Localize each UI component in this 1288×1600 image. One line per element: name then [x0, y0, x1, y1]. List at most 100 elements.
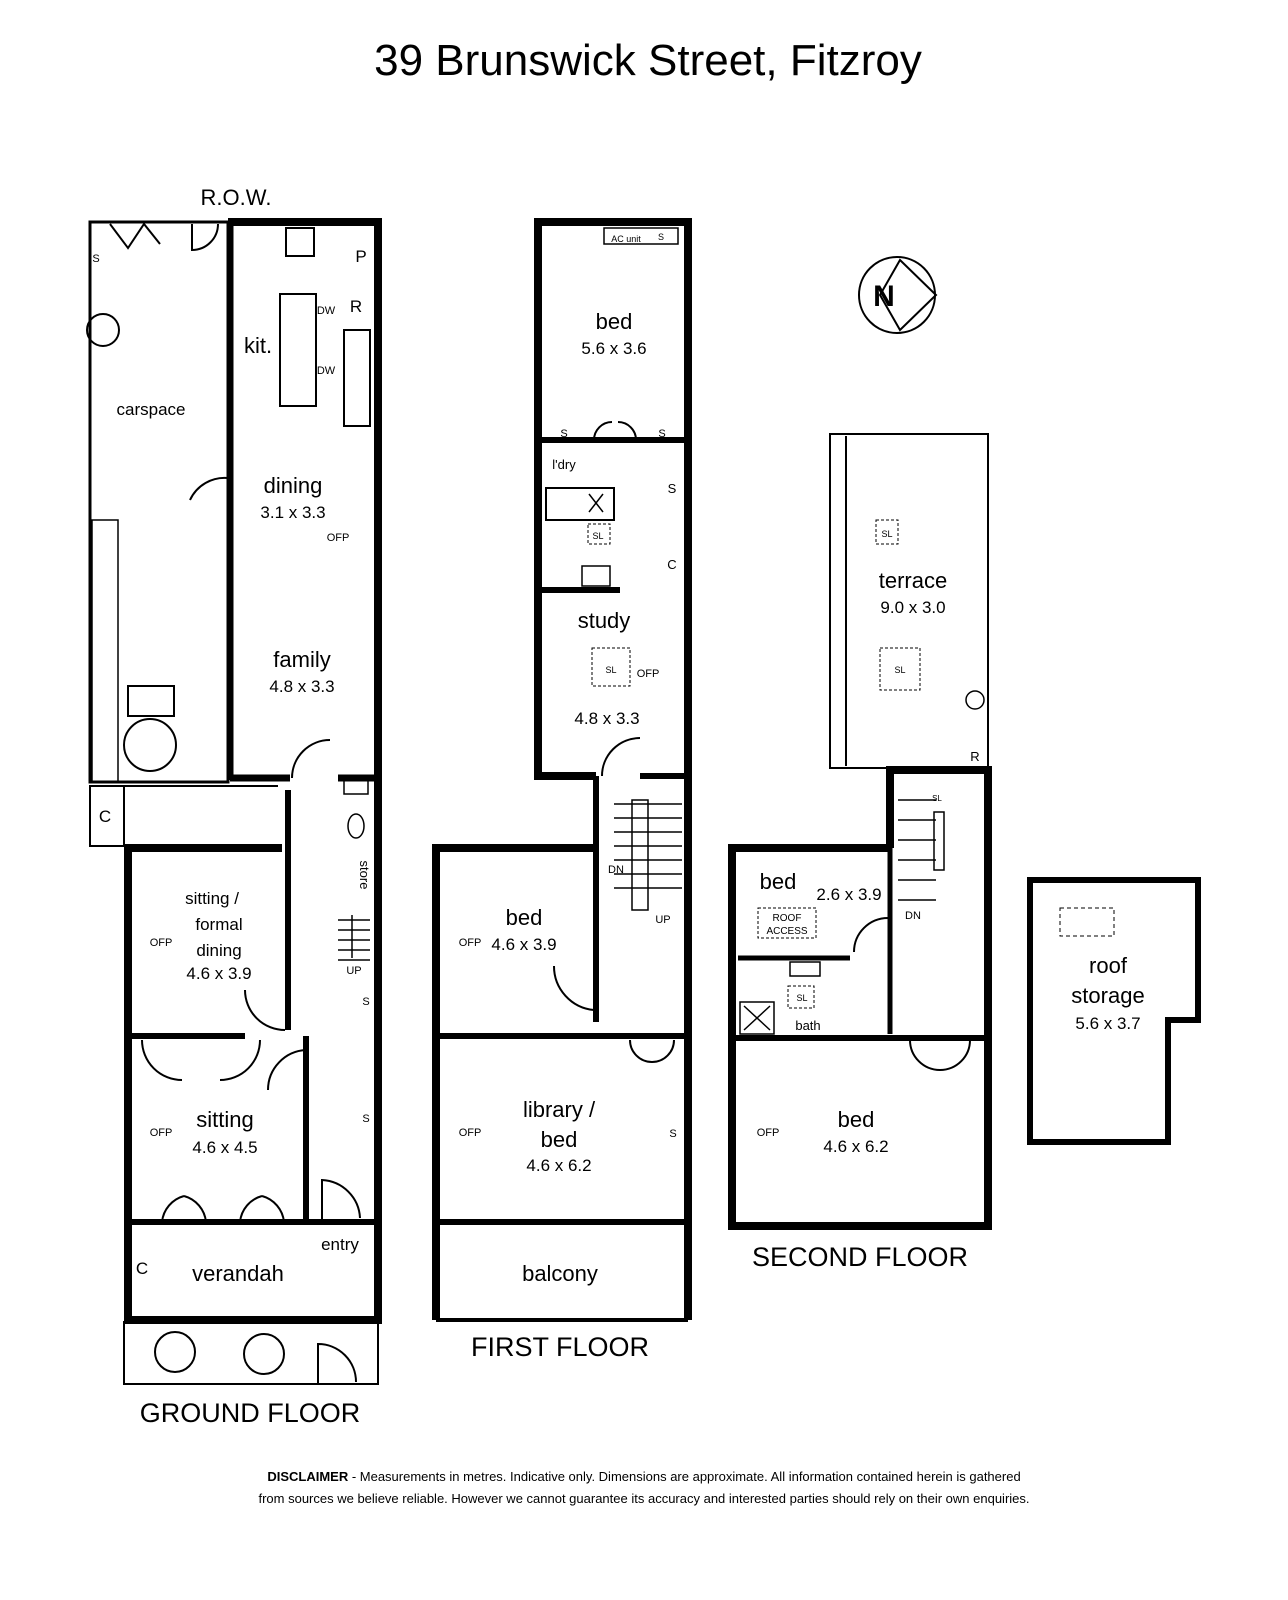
second-floor-label: SECOND FLOOR	[752, 1242, 968, 1272]
terrace-sl-2: SL	[894, 665, 905, 675]
front-garden	[123, 1321, 379, 1385]
toilet	[343, 779, 369, 795]
library-s: S	[669, 1128, 676, 1140]
ground-floor-label: GROUND FLOOR	[140, 1398, 361, 1428]
second-bed-label: bed	[760, 869, 797, 894]
first-front-walls	[432, 844, 596, 1320]
roof-access-label-1: ROOF	[773, 913, 802, 924]
first-bed2-label: bed	[506, 905, 543, 930]
second-bed2-label: bed	[838, 1107, 875, 1132]
sitting-formal-label-1: sitting /	[185, 889, 239, 908]
ac-unit-label: AC unit	[611, 234, 641, 244]
terrace-label: terrace	[879, 568, 947, 593]
ac-s-label: S	[658, 232, 664, 242]
ground-stair	[338, 915, 370, 961]
roof-storage-dimensions: 5.6 x 3.7	[1075, 1014, 1140, 1033]
north-arrow-pointer	[878, 258, 938, 332]
vanity	[581, 565, 611, 587]
terrace-sl-box	[879, 647, 921, 691]
second-bed-dimensions: 2.6 x 3.9	[816, 885, 881, 904]
balcony-label: balcony	[522, 1261, 598, 1286]
family-door	[291, 739, 331, 779]
first-stair	[614, 799, 682, 911]
second-stair	[898, 799, 945, 901]
hall-storage-label: S	[362, 996, 369, 1008]
dishwasher-label: DW	[317, 305, 336, 317]
terrace-sl-box	[875, 519, 899, 545]
second-bath-sl: SL	[796, 993, 807, 1003]
disclaimer-bold: DISCLAIMER	[267, 1469, 349, 1484]
study-label: study	[578, 608, 631, 633]
first-sl-box	[587, 523, 611, 545]
bed-s-left: S	[560, 428, 567, 440]
study-dimensions: 4.8 x 3.3	[574, 709, 639, 728]
library-ofp: OFP	[459, 1127, 482, 1139]
sitting-french-doors	[141, 1039, 261, 1081]
north-arrow-label: N	[873, 280, 895, 313]
second-bed2-dimensions: 4.6 x 6.2	[823, 1137, 888, 1156]
hall-storage-label: S	[362, 1113, 369, 1125]
sitting-ofp: OFP	[150, 1127, 173, 1139]
study-ofp: OFP	[637, 668, 660, 680]
first-bath-sl: SL	[592, 531, 603, 541]
second-dn-label: DN	[905, 910, 921, 922]
carspace-outline	[88, 220, 230, 784]
front-gate	[317, 1342, 357, 1384]
dishwasher-label: DW	[317, 365, 336, 377]
library-dimensions: 4.6 x 6.2	[526, 1156, 591, 1175]
second-vanity	[789, 961, 821, 977]
dining-ofp: OFP	[327, 532, 350, 544]
first-bed2-ofp: OFP	[459, 937, 482, 949]
plan-title: 39 Brunswick Street, Fitzroy	[374, 36, 922, 85]
bathtub	[545, 487, 615, 521]
pantry-label: P	[355, 247, 366, 266]
first-dn-label: DN	[608, 864, 624, 876]
second-walls	[728, 766, 992, 1230]
study-door	[601, 737, 641, 777]
first-rear-walls	[534, 218, 692, 1320]
bed-door	[593, 421, 637, 441]
roof-storage-outline	[1027, 877, 1201, 1145]
ground-floor	[86, 218, 382, 1385]
first-floor	[432, 218, 692, 1322]
tree-icon	[243, 1333, 285, 1375]
disclaimer-text-1: - Measurements in metres. Indicative onl…	[348, 1469, 1021, 1484]
first-c-label: C	[667, 557, 676, 572]
dining-door	[189, 476, 229, 501]
terrace-dimensions: 9.0 x 3.0	[880, 598, 945, 617]
toilet-bowl	[347, 813, 365, 839]
disclaimer-line-1: DISCLAIMER - Measurements in metres. Ind…	[0, 1466, 1288, 1488]
sitting-formal-dimensions: 4.6 x 3.9	[186, 964, 251, 983]
ground-cupboard-label: C	[99, 807, 111, 826]
study-sl-box	[591, 647, 631, 687]
gate-door	[191, 223, 219, 252]
terrace-r-label: R	[970, 749, 979, 764]
first-up-label: UP	[655, 914, 670, 926]
sitting-hall-door	[266, 1049, 307, 1091]
library-label-2: bed	[541, 1127, 578, 1152]
outdoor-bench	[127, 685, 175, 717]
verandah-french-doors	[161, 1195, 285, 1223]
dining-label: dining	[264, 473, 323, 498]
kitchen-bench	[343, 329, 371, 427]
sitting-formal-label-3: dining	[196, 941, 241, 960]
sitting-label: sitting	[196, 1107, 253, 1132]
garden-strip	[91, 519, 119, 783]
carspace-gate	[109, 222, 161, 250]
disclaimer: DISCLAIMER - Measurements in metres. Ind…	[0, 1466, 1288, 1510]
wardrobe-s-label: S	[668, 481, 677, 496]
first-bed-label: bed	[596, 309, 633, 334]
roof-storage-label-2: storage	[1071, 983, 1144, 1008]
tree-icon	[86, 313, 120, 347]
cooktop	[285, 227, 315, 257]
second-bath-sl-box	[787, 985, 815, 1009]
library-doors	[629, 1039, 675, 1063]
roof-storage-hatch	[1059, 907, 1115, 937]
study-sl: SL	[605, 665, 616, 675]
north-arrow-icon	[858, 256, 936, 334]
second-bath-label: bath	[795, 1018, 820, 1033]
kitchen-island	[279, 293, 317, 407]
second-stair-sl: SL	[932, 794, 942, 803]
family-label: family	[273, 647, 330, 672]
